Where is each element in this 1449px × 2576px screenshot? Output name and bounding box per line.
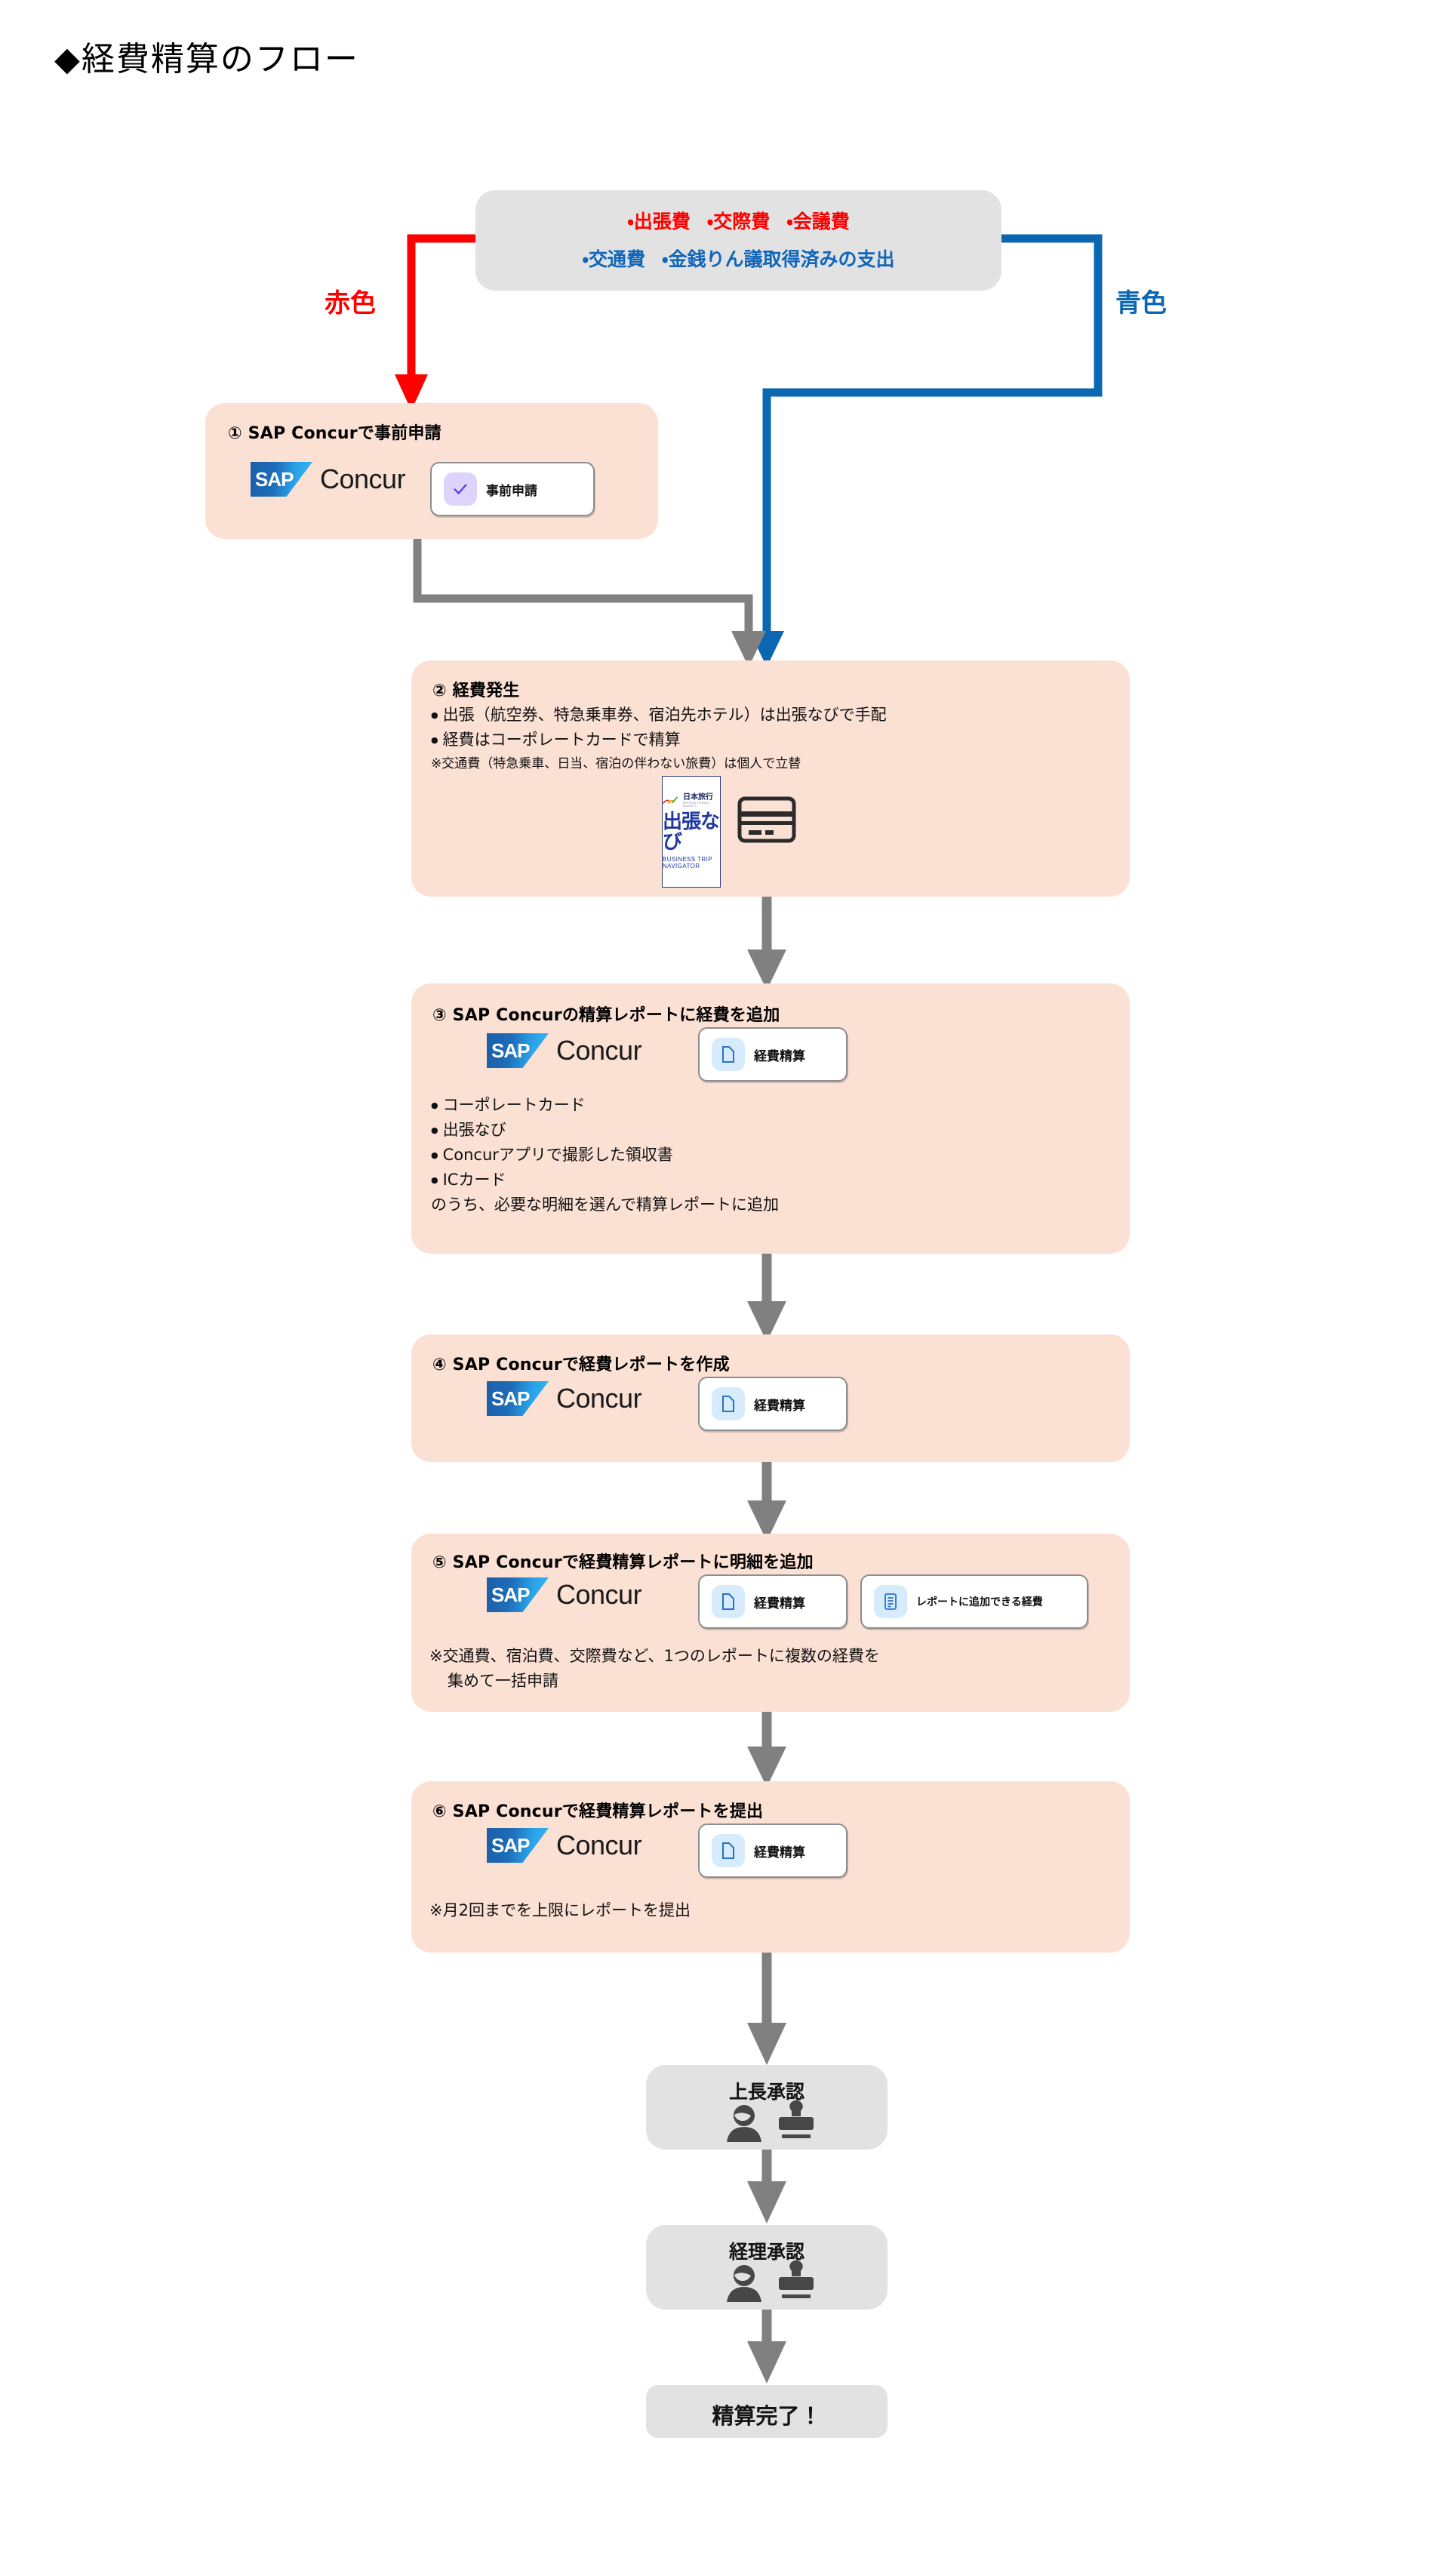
check-icon [444,472,477,506]
sap-logo-mark-text: SAP [255,467,294,491]
step5-heading: ⑤ SAP Concurで経費精算レポートに明細を追加 [432,1553,814,1572]
step2-body-1: 経費はコーポレートカードで精算 [431,728,681,750]
category-blue-item-0-label: 交通費 [588,248,645,270]
document-icon [712,1834,745,1867]
step5-body-0: ※交通費、宿泊費、交際費など、1つのレポートに複数の経費を [429,1647,880,1665]
step5-chip-addable-expenses[interactable]: レポートに追加できる経費 [860,1574,1088,1629]
step2-box: ② 経費発生 出張（航空券、特急乗車券、宿泊先ホテル）は出張なびで手配 経費はコ… [411,660,1130,897]
step4-sap-concur-logo: SAP Concur [487,1381,642,1416]
step2-body-0: 出張（航空券、特急乗車券、宿泊先ホテル）は出張なびで手配 [431,703,887,725]
sap-logo-mark: SAP [487,1033,549,1068]
document-icon [712,1585,745,1618]
sap-logo-mark-text: SAP [491,1833,530,1857]
sap-logo-mark: SAP [487,1381,549,1416]
step3-sap-concur-logo: SAP Concur [487,1033,642,1068]
page-title: ◆経費精算のフロー [54,40,359,78]
sap-logo-mark: SAP [487,1828,549,1863]
sap-logo-word: Concur [556,1383,642,1414]
step3-chip-label: 経費精算 [754,1048,805,1064]
travel-brand-en: NIPPON TRAVEL AGENCY [683,800,710,808]
person-icon [721,2263,767,2307]
step6-chip-label: 経費精算 [754,1845,805,1860]
step3-heading: ③ SAP Concurの精算レポートに経費を追加 [432,1006,780,1025]
category-red-item-1-label: 交際費 [713,211,771,232]
step6-heading: ⑥ SAP Concurで経費精算レポートを提出 [432,1802,764,1821]
step3-body-2: Concurアプリで撮影した領収書 [431,1143,673,1165]
approval-manager-label: 上長承認 [728,2081,804,2103]
category-blue-item-1-label: 金銭りん議取得済みの支出 [668,248,895,270]
credit-card-icon [737,796,796,847]
travel-name-jp: 出張なび [663,810,720,854]
step6-sap-concur-logo: SAP Concur [487,1828,642,1863]
category-red-item-0-label: 出張費 [633,211,691,232]
step1-sap-concur-logo: SAP Concur [251,462,406,497]
nippon-travel-swoosh-icon [663,796,678,804]
travel-brand-row: 日本旅行 NIPPON TRAVEL AGENCY [663,792,720,808]
step4-box: ④ SAP Concurで経費レポートを作成 SAP Concur 経費精算 [411,1334,1130,1462]
step1-chip-label: 事前申請 [486,483,537,499]
category-red-line: ・出張費・交際費・会議費 [627,211,850,232]
step6-body-0: ※月2回までを上限にレポートを提出 [429,1901,691,1919]
approval-manager-box: 上長承認 [646,2065,888,2150]
travel-brand-jp: 日本旅行 [683,792,714,802]
category-red-item-0: ・ [627,211,634,232]
expense-category-box: ・出張費・交際費・会議費 ・交通費・金銭りん議取得済みの支出 [475,190,1001,291]
step5-box: ⑤ SAP Concurで経費精算レポートに明細を追加 SAP Concur 経… [411,1534,1130,1712]
sap-logo-word: Concur [556,1035,642,1066]
step1-chip-prior-application[interactable]: 事前申請 [430,462,595,516]
step2-body-2: ※交通費（特急乗車、日当、宿泊の伴わない旅費）は個人で立替 [431,756,801,771]
stamp-icon [773,2258,820,2307]
sap-logo-mark: SAP [251,462,312,497]
travel-name-en: BUSINESS TRIP NAVIGATOR [663,856,712,870]
sap-logo-word: Concur [320,463,406,494]
step1-heading: ① SAP Concurで事前申請 [228,424,441,443]
sap-logo-word: Concur [556,1830,642,1860]
final-complete-box: 精算完了！ [646,2385,888,2438]
approval-accounting-label: 経理承認 [728,2241,804,2263]
step3-body-1: 出張なび [431,1118,506,1140]
red-path-label: 赤色 [325,288,376,319]
step6-chip-expense-report[interactable]: 経費精算 [698,1824,848,1878]
category-red-item-2-label: 会議費 [792,211,850,232]
step3-chip-expense-report[interactable]: 経費精算 [698,1027,848,1082]
step3-body-0: コーポレートカード [431,1093,586,1116]
step1-box: ① SAP Concurで事前申請 SAP Concur 事前申請 [205,403,658,539]
step2-travel-navi-logo: 日本旅行 NIPPON TRAVEL AGENCY 出張なび BUSINESS … [662,776,721,888]
step6-box: ⑥ SAP Concurで経費精算レポートを提出 SAP Concur 経費精算… [411,1781,1130,1953]
step5-chip-label: 経費精算 [754,1596,805,1611]
step5-body-1: 集めて一括申請 [448,1672,558,1690]
step4-heading: ④ SAP Concurで経費レポートを作成 [432,1356,730,1374]
final-complete-label: 精算完了！ [712,2403,822,2429]
step2-heading: ② 経費発生 [432,682,520,700]
step3-body-3: ICカード [431,1168,506,1190]
step3-body-4: のうち、必要な明細を選んで精算レポートに追加 [431,1196,779,1214]
document-icon [712,1387,745,1420]
approval-accounting-box: 経理承認 [646,2225,888,2310]
stamp-icon [773,2098,820,2147]
step3-box: ③ SAP Concurの精算レポートに経費を追加 SAP Concur 経費精… [411,983,1130,1254]
step5-sap-concur-logo: SAP Concur [487,1577,642,1612]
step4-chip-expense-report[interactable]: 経費精算 [698,1377,848,1431]
step4-chip-label: 経費精算 [754,1398,805,1414]
person-icon [721,2103,767,2147]
list-document-icon [874,1585,907,1618]
category-blue-line: ・交通費・金銭りん議取得済みの支出 [582,248,895,270]
blue-path-label: 青色 [1115,288,1167,319]
sap-logo-mark: SAP [487,1577,549,1612]
step5-chip-expense-report[interactable]: 経費精算 [698,1574,848,1629]
sap-logo-mark-text: SAP [491,1039,530,1062]
step5-chip2-label: レポートに追加できる経費 [916,1596,1043,1608]
sap-logo-mark-text: SAP [491,1583,530,1606]
document-icon [712,1038,745,1071]
sap-logo-word: Concur [556,1579,642,1610]
sap-logo-mark-text: SAP [491,1386,530,1410]
